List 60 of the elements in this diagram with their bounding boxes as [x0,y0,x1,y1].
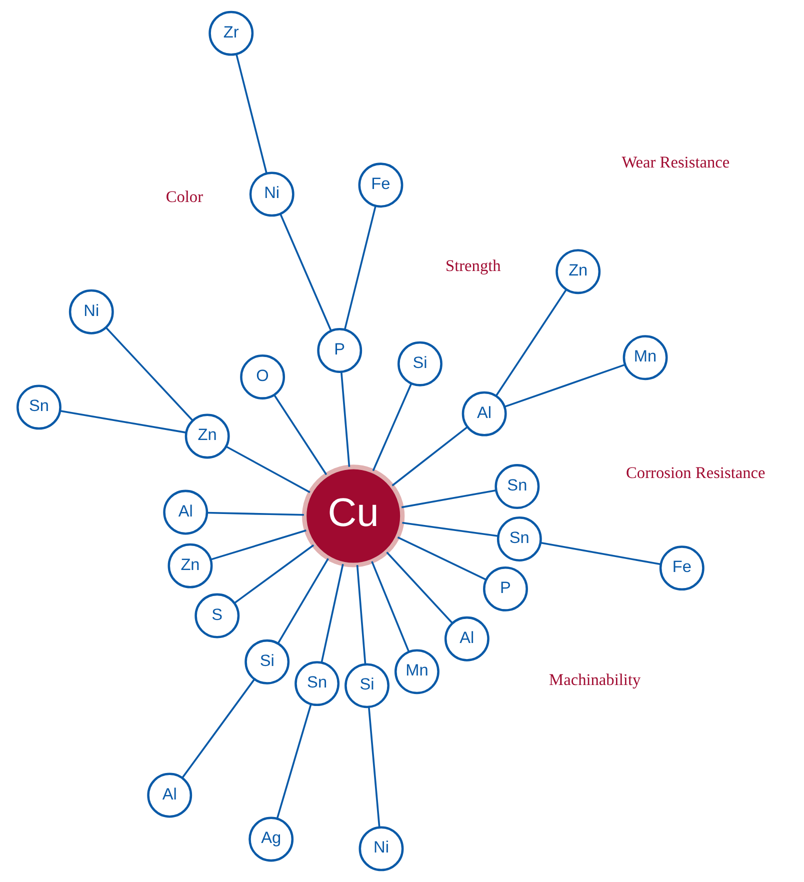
connector [181,678,255,778]
connector [340,372,350,467]
connector [370,561,410,652]
connector [225,446,310,494]
label: Color [165,187,203,206]
connector [276,558,328,644]
connector [356,564,366,664]
connector [210,530,306,560]
node-circle: Ni [248,172,294,217]
node-circle: S [194,593,240,638]
node-circle: O [240,354,285,400]
connector [386,552,452,624]
node-circle: P [316,328,362,373]
node-circle: Zn [167,543,212,588]
connector [235,54,267,174]
label: Machinability [548,670,640,690]
node-circle: Si [244,639,290,684]
node-circle: Mn [394,649,439,694]
node-circle: Sn [294,661,340,706]
connector [391,426,468,486]
node-circle: Al [146,772,192,818]
connector [104,326,193,422]
node-circle: Fe [658,546,704,591]
connector [276,704,312,819]
label: Wear Resistance [621,152,730,172]
connector [402,522,498,537]
node-circle: P [482,566,528,612]
connector [272,394,327,476]
connector [320,564,344,663]
node-circle: Zr [208,10,254,56]
node-circle: Fe [358,162,403,208]
node-circle: Sn [16,384,61,430]
node-circle: Ni [68,289,114,334]
connector [372,383,412,472]
node-circle: Ag [248,816,294,862]
node-circle: Zn [555,249,600,294]
connector [59,410,186,434]
connector [367,706,380,828]
node-circle: Ni [358,826,404,872]
node-circle: Si [397,341,442,386]
node-circle: Cu [302,464,404,568]
node-circle: Sn [496,516,542,562]
node-circle: Si [344,663,389,708]
connector [206,512,304,516]
label: Strength [445,256,500,276]
node-circle: Al [162,490,208,535]
connector [504,364,625,408]
label: Corrosion Resistance [626,463,765,482]
connector [396,536,486,580]
node-circle: Sn [494,464,540,509]
connector [343,206,376,330]
connector [494,288,567,396]
node-circle: Mn [622,335,668,380]
node-circle: Zn [184,414,230,459]
node-circle: Al [461,391,506,436]
connector [279,213,332,332]
connector [233,544,314,604]
connector [540,542,660,566]
connector [400,489,496,508]
node-circle: Al [444,616,489,662]
